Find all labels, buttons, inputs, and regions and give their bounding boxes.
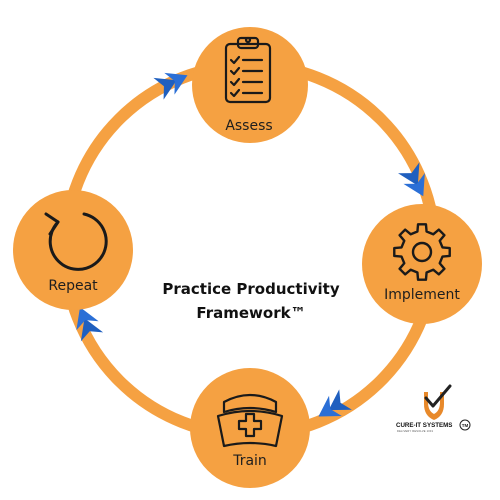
step-implement: Implement xyxy=(362,204,482,324)
step-repeat-label: Repeat xyxy=(48,278,98,294)
arrow-implement-to-train xyxy=(318,389,352,417)
arrow-assess-to-implement xyxy=(398,162,425,197)
logo-tm: TM xyxy=(462,423,469,428)
step-train-circle xyxy=(190,368,310,488)
nurse-cap-icon xyxy=(216,393,284,448)
step-implement-circle xyxy=(362,204,482,324)
arrow-train-to-repeat xyxy=(76,307,104,342)
company-logo: CURE-IT SYSTEMS TM DELIVERY RESOLVE 1001 xyxy=(396,384,471,433)
trademark-badge: TM xyxy=(459,419,471,431)
logo-tagline: DELIVERY RESOLVE 1001 xyxy=(397,429,434,433)
step-assess-label: Assess xyxy=(225,118,272,134)
arrow-repeat-to-assess xyxy=(153,72,188,100)
step-train-label: Train xyxy=(232,453,267,469)
step-implement-label: Implement xyxy=(384,287,460,303)
logo-name: CURE-IT SYSTEMS xyxy=(396,422,452,429)
shield-check-logo-icon xyxy=(424,384,452,420)
gear-icon xyxy=(393,223,451,281)
step-repeat-circle xyxy=(13,190,133,310)
refresh-icon xyxy=(44,212,108,271)
step-assess-circle xyxy=(192,27,308,143)
clipboard-checklist-icon xyxy=(224,36,272,104)
step-assess: Assess xyxy=(192,27,308,143)
step-train: Train xyxy=(190,368,310,488)
diagram-title-line2: Framework™ xyxy=(196,304,305,322)
step-repeat: Repeat xyxy=(13,190,133,310)
diagram-title-line1: Practice Productivity xyxy=(162,280,339,298)
